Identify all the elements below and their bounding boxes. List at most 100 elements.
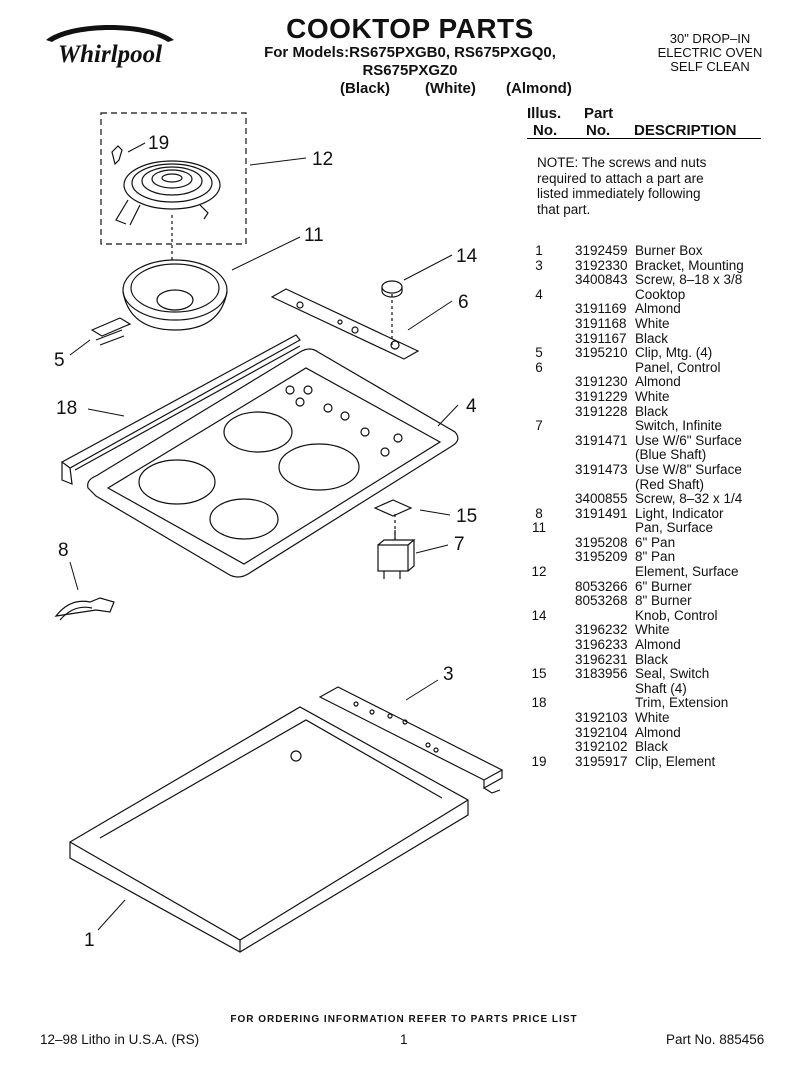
models-line: For Models:RS675PXGB0, RS675PXGQ0, RS675… bbox=[264, 44, 556, 79]
part-description: White bbox=[635, 710, 670, 725]
part-description: Clip, Element bbox=[635, 753, 716, 769]
part-description: 8" Pan bbox=[635, 549, 676, 565]
exploded-parts-diagram: 19 12 11 14 6 5 18 4 15 7 8 3 1 bbox=[0, 100, 520, 1000]
part-description: Black bbox=[635, 403, 669, 419]
part-description: White bbox=[635, 388, 670, 404]
part-number: 3183956 bbox=[575, 666, 628, 682]
part-description: Clip, Mtg. (4) bbox=[635, 345, 713, 361]
part-description: Almond bbox=[635, 724, 681, 740]
part-number: 3191491 bbox=[575, 505, 628, 521]
switch-seal-part bbox=[373, 499, 413, 517]
part-description: Black bbox=[635, 330, 669, 346]
control-panel-part bbox=[270, 288, 420, 360]
table-row: 11 Pan, Surface bbox=[527, 521, 787, 536]
part-number: 3192103 bbox=[575, 710, 628, 725]
illus-number: 5 bbox=[535, 345, 543, 361]
ordering-note: FOR ORDERING INFORMATION REFER TO PARTS … bbox=[230, 1014, 578, 1025]
part-number: 3192104 bbox=[575, 724, 628, 740]
page-title-block: COOKTOP PARTS For Models:RS675PXGB0, RS6… bbox=[220, 14, 600, 98]
part-number: 8053268 bbox=[575, 593, 628, 609]
cooktop-part bbox=[87, 348, 459, 578]
callout-5: 5 bbox=[54, 350, 65, 371]
illus-number: 19 bbox=[531, 753, 547, 769]
illus-number: 18 bbox=[531, 695, 547, 711]
oven-spec: 30" DROP–IN ELECTRIC OVEN SELF CLEAN bbox=[640, 32, 780, 74]
part-description: (Blue Shaft) bbox=[635, 447, 707, 463]
header-illus: Illus. No. bbox=[527, 105, 562, 139]
screws-note: NOTE: The screws and nuts required to at… bbox=[537, 155, 707, 217]
callout-11: 11 bbox=[304, 225, 324, 246]
part-number: 3196232 bbox=[575, 622, 628, 638]
table-row: 6 Panel, Control bbox=[527, 359, 787, 376]
mounting-clip-part bbox=[90, 317, 132, 346]
element-group-box bbox=[100, 112, 247, 245]
part-number: 3195209 bbox=[575, 549, 628, 565]
part-number: 3191169 bbox=[575, 301, 627, 317]
part-description: Almond bbox=[635, 301, 681, 317]
part-description: (Red Shaft) bbox=[635, 476, 705, 492]
callout-14: 14 bbox=[456, 246, 478, 267]
header-rule bbox=[527, 138, 761, 139]
callout-leaders bbox=[69, 142, 459, 931]
table-row: 5 3195210 Clip, Mtg. (4) bbox=[527, 346, 787, 361]
part-description: Switch, Infinite bbox=[635, 418, 723, 434]
infinite-switch-part bbox=[377, 530, 416, 579]
callout-7: 7 bbox=[454, 534, 465, 555]
part-number: 3191229 bbox=[575, 388, 628, 404]
part-description: Pan, Surface bbox=[635, 520, 714, 536]
part-number: 3191230 bbox=[575, 374, 628, 390]
color-black: (Black) bbox=[340, 80, 391, 97]
element-clip-part bbox=[111, 145, 123, 166]
part-description: Knob, Control bbox=[635, 607, 718, 623]
callout-6: 6 bbox=[458, 292, 469, 313]
callout-8: 8 bbox=[58, 540, 69, 561]
illus-number: 11 bbox=[531, 520, 546, 536]
table-row: 3191169 Almond bbox=[527, 302, 787, 317]
part-number: 3191167 bbox=[575, 330, 627, 346]
part-number: 3196233 bbox=[575, 637, 628, 653]
illus-number: 7 bbox=[535, 418, 543, 434]
part-description: Light, Indicator bbox=[635, 505, 724, 521]
illus-number: 4 bbox=[535, 286, 543, 302]
burner-box-part bbox=[69, 706, 469, 953]
part-number: 3400843 bbox=[575, 272, 628, 288]
table-row: (Red Shaft) bbox=[527, 476, 787, 493]
part-description: Seal, Switch bbox=[635, 666, 710, 682]
part-description: Black bbox=[635, 651, 669, 667]
part-number: 3192102 bbox=[575, 739, 628, 755]
table-row: 3191167 Black bbox=[527, 330, 787, 347]
spec-line: ELECTRIC OVEN bbox=[657, 45, 763, 60]
table-row: (Blue Shaft) bbox=[527, 448, 787, 463]
part-description: Panel, Control bbox=[635, 359, 721, 375]
extension-trim-part bbox=[60, 334, 301, 485]
surface-pan-part bbox=[122, 259, 228, 331]
illus-number: 3 bbox=[535, 257, 543, 273]
table-row: 3192103 White bbox=[527, 710, 787, 726]
table-row: 18 Trim, Extension bbox=[527, 696, 787, 711]
part-number: 3191168 bbox=[575, 315, 627, 331]
callout-1: 1 bbox=[84, 930, 95, 951]
part-description: Bracket, Mounting bbox=[635, 257, 744, 273]
illus-number: 6 bbox=[535, 359, 543, 375]
callout-3: 3 bbox=[443, 664, 454, 685]
part-number: 3195210 bbox=[575, 345, 628, 361]
part-description: Trim, Extension bbox=[635, 695, 729, 711]
table-row: 7 Switch, Infinite bbox=[527, 419, 787, 434]
part-number: 3192330 bbox=[575, 257, 628, 273]
table-row: 4 Cooktop bbox=[527, 286, 787, 303]
header-description: DESCRIPTION bbox=[634, 122, 737, 139]
part-description: 6" Burner bbox=[635, 578, 692, 594]
callout-4: 4 bbox=[466, 396, 477, 417]
part-description: Cooktop bbox=[635, 286, 686, 302]
